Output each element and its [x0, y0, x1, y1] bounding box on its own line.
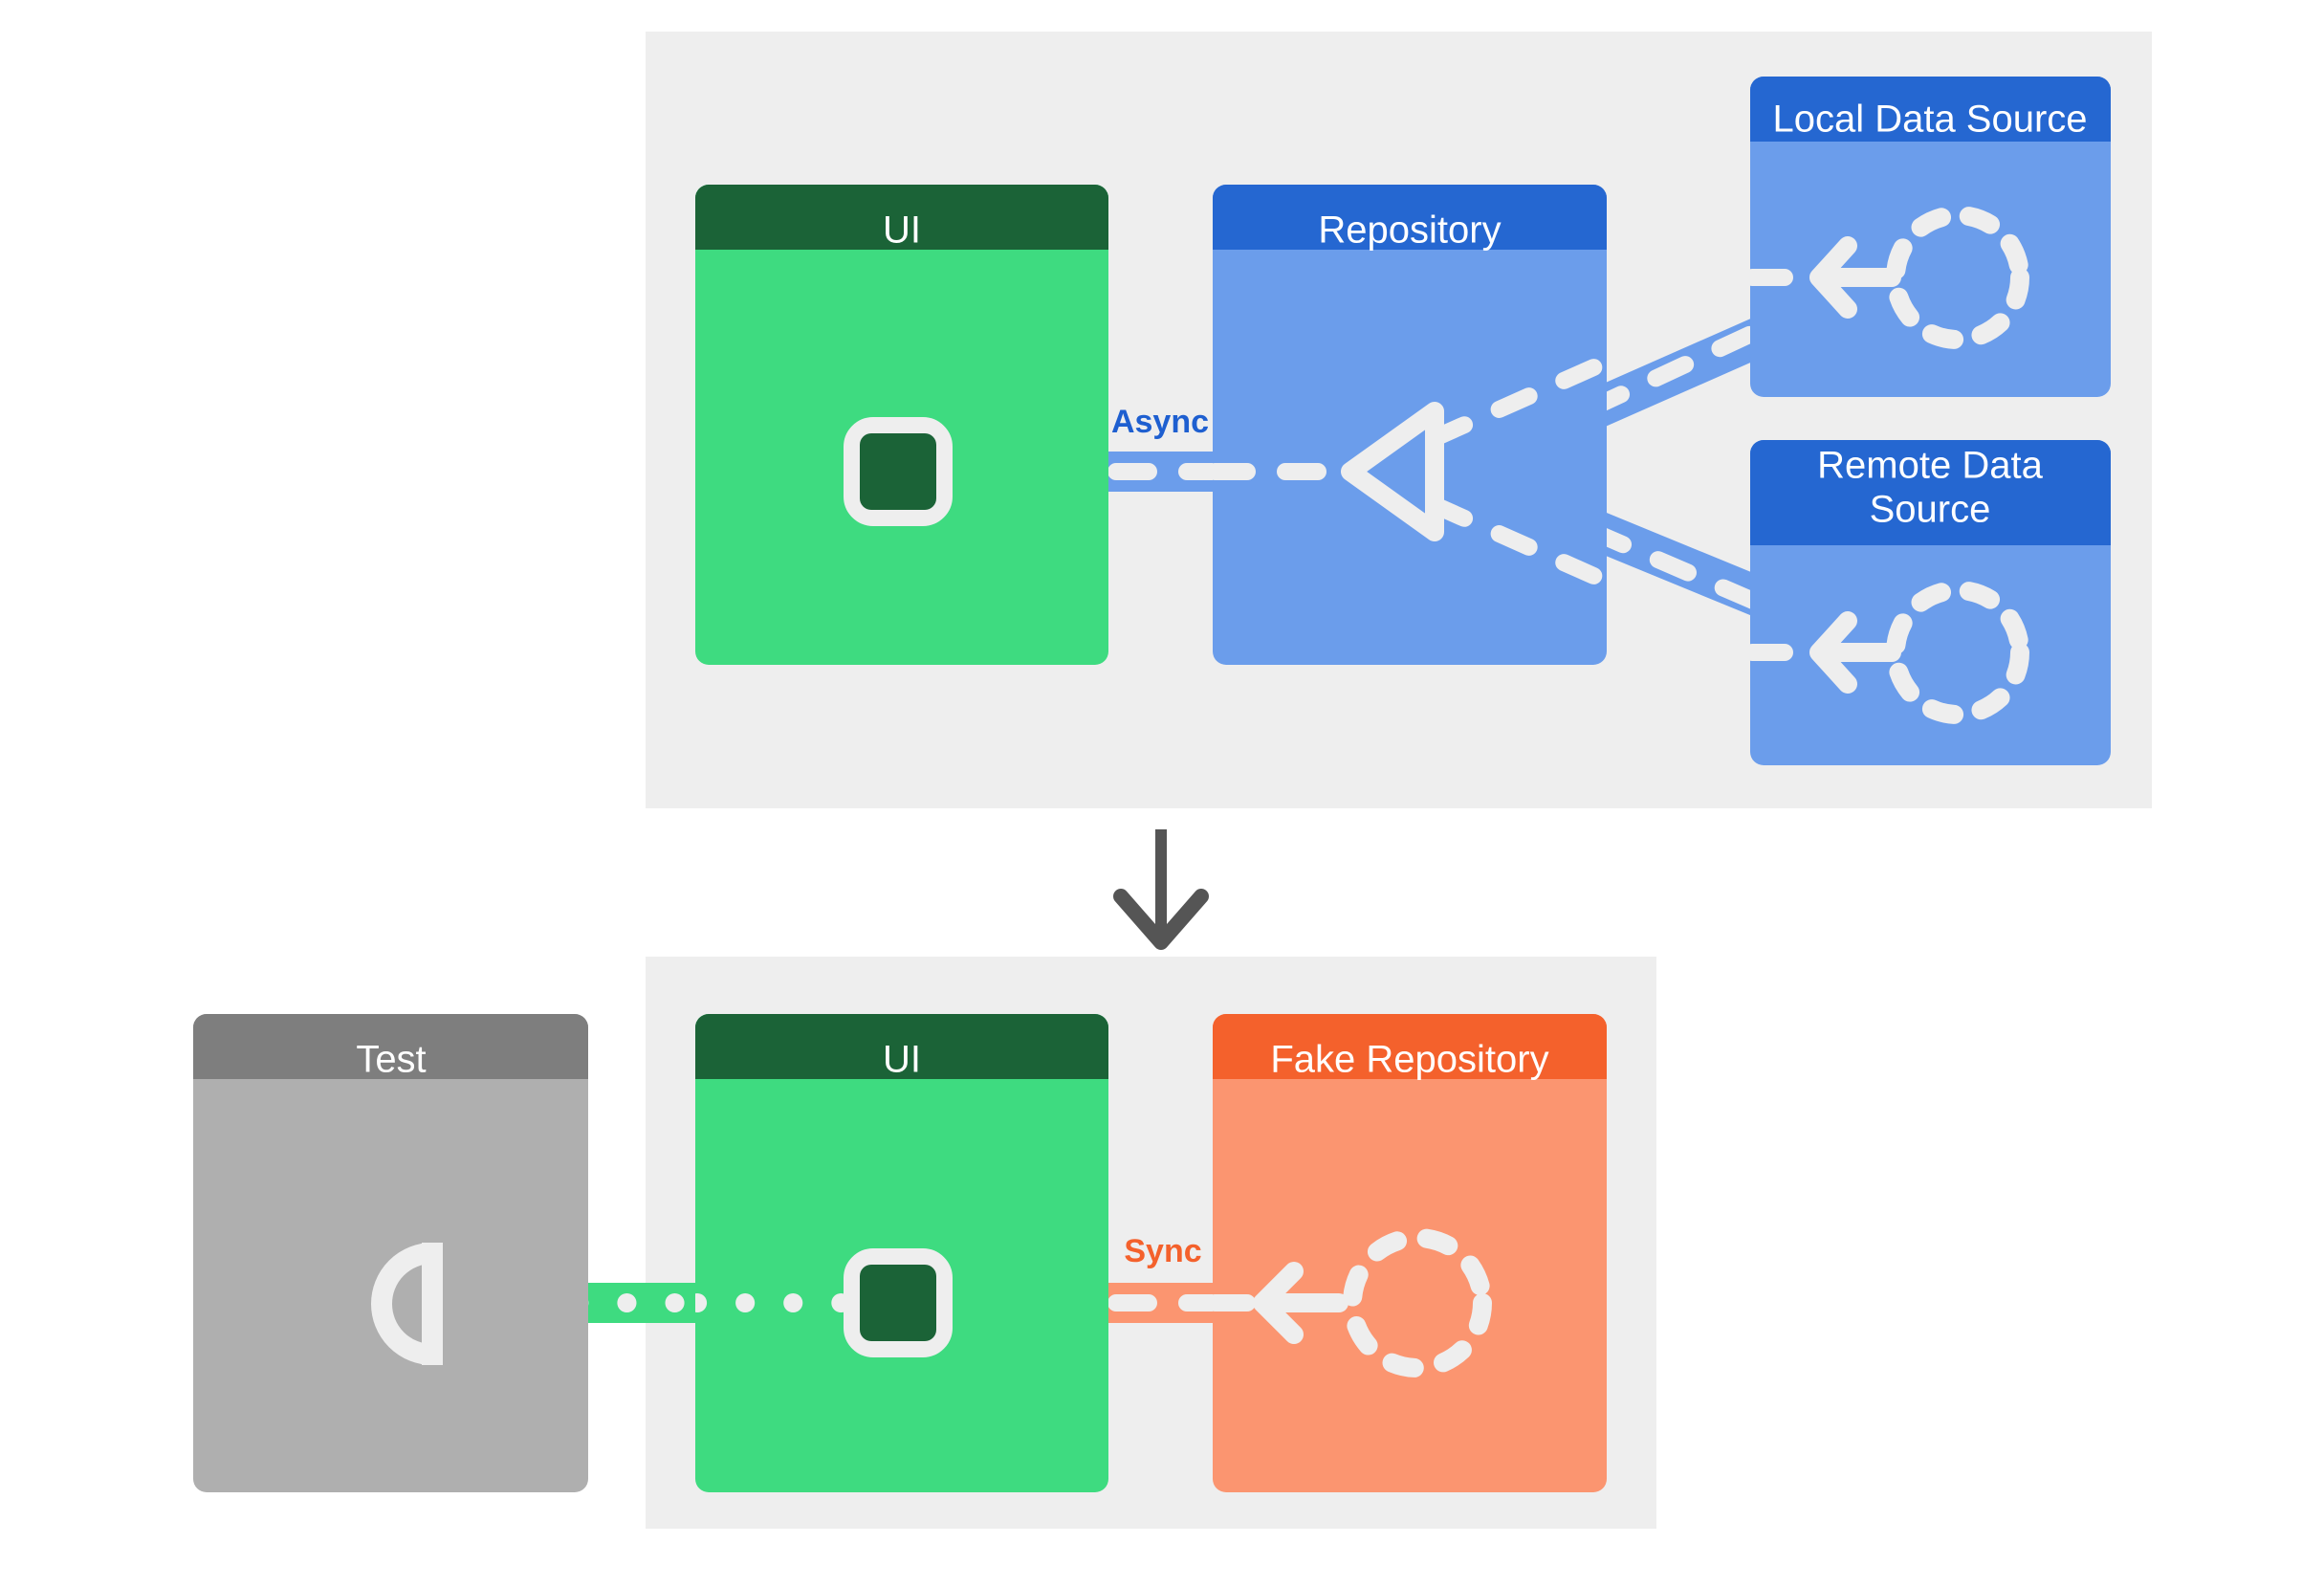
node-header [695, 1014, 1108, 1079]
node-label: UI [883, 209, 921, 252]
test-panel: Test UI [193, 957, 1656, 1529]
node-ui-production[interactable]: UI [695, 185, 1108, 665]
node-header [1750, 440, 2111, 545]
edge-dash-overlay [1426, 496, 1607, 590]
ui-plug-connector [844, 1248, 953, 1357]
node-repository[interactable]: Repository [1213, 185, 1607, 665]
node-body [1213, 1014, 1607, 1492]
data-circle-icon [1886, 581, 2029, 724]
plug-fill [860, 433, 936, 510]
left-arrow-icon [1253, 1262, 1348, 1344]
node-label-line-1: Remote Data [1817, 445, 2043, 487]
left-arrow-icon [1809, 611, 1901, 694]
node-fake-repository[interactable]: Fake Repository [1213, 1014, 1607, 1492]
node-local-data-source[interactable]: Local Data Source [1750, 77, 2111, 397]
production-panel: UI Repository [646, 32, 2152, 808]
node-remote-data-source[interactable]: Remote Data Source [1750, 440, 2111, 765]
ui-plug-connector [844, 417, 953, 526]
node-label: Local Data Source [1772, 99, 2087, 141]
plug-outline [844, 1248, 953, 1357]
edge-dash-overlay [1426, 353, 1607, 447]
node-header [1213, 185, 1607, 250]
socket-arc [371, 1243, 433, 1365]
node-test[interactable]: Test [193, 1014, 588, 1492]
node-header [1213, 1014, 1607, 1079]
node-label: UI [883, 1039, 921, 1081]
node-header [193, 1014, 588, 1079]
test-socket-connector [371, 1243, 443, 1365]
flow-down-arrow-icon [1113, 829, 1209, 950]
data-circle-icon [1343, 1228, 1492, 1378]
left-arrow-icon [1809, 236, 1901, 319]
node-ui-test[interactable]: UI [695, 1014, 1108, 1492]
edge-label-sync: Sync [1124, 1233, 1201, 1269]
node-body [193, 1014, 588, 1492]
data-circle-icon [1886, 206, 2029, 349]
plug-outline [844, 417, 953, 526]
interface-triangle-icon [1341, 402, 1444, 541]
node-header [1750, 77, 2111, 142]
node-label-line-2: Source [1870, 489, 1991, 531]
node-label: Repository [1318, 209, 1501, 252]
edge-label-async: Async [1111, 404, 1209, 440]
node-label: Test [356, 1039, 426, 1081]
node-header [695, 185, 1108, 250]
plug-fill [860, 1265, 936, 1341]
node-label: Fake Repository [1270, 1039, 1548, 1081]
